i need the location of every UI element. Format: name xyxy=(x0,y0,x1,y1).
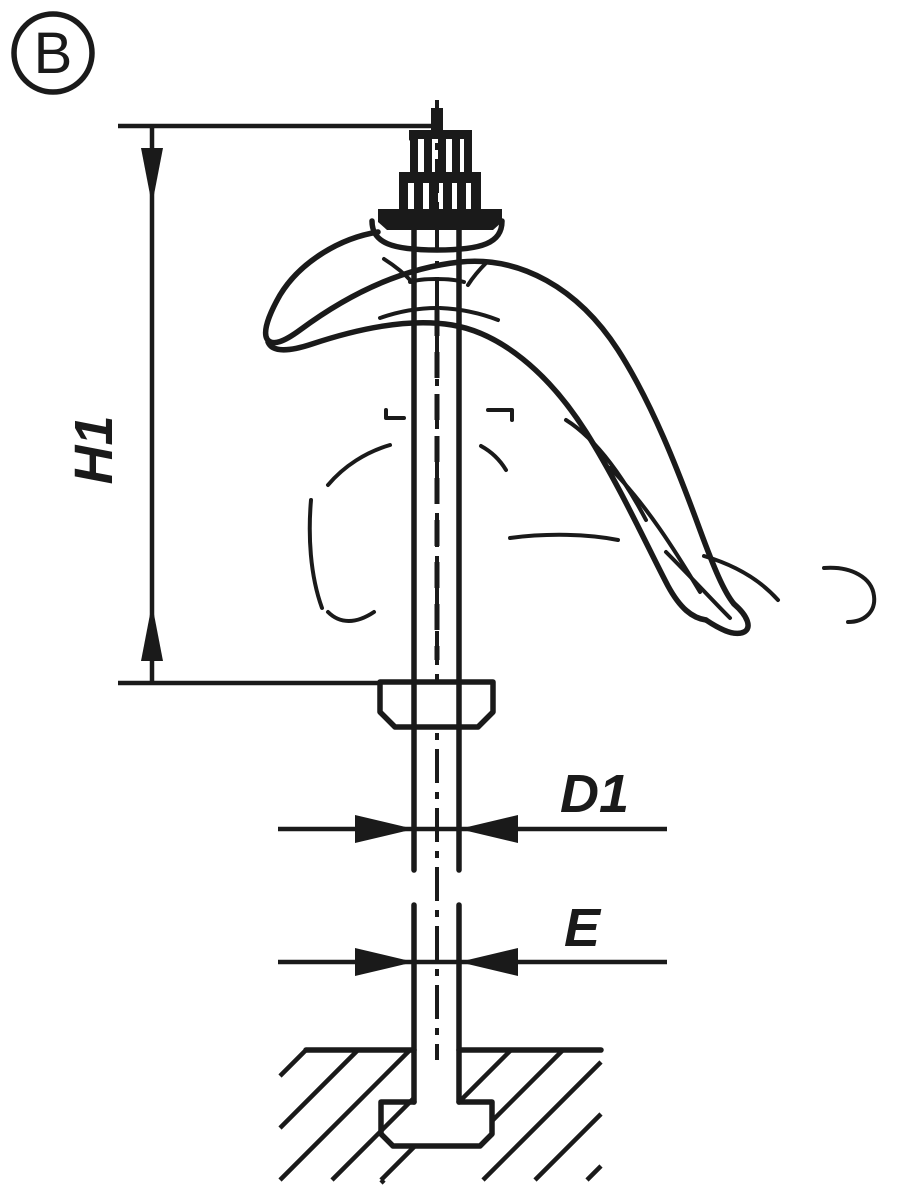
hatch-line xyxy=(278,1048,308,1078)
hatch-line xyxy=(585,1164,603,1182)
knurl-groove xyxy=(424,139,432,174)
d1-arrowhead-right xyxy=(459,815,518,843)
phantom-arc-upper-left xyxy=(326,443,392,487)
hatch-line xyxy=(457,1048,513,1104)
knurl-upper-grooves xyxy=(410,139,472,174)
knurled-nut xyxy=(378,108,502,230)
hatch-line xyxy=(533,1112,603,1182)
clamp-arm-hub-arc-left xyxy=(378,306,439,320)
knurl-groove xyxy=(438,139,446,174)
hatch-line xyxy=(330,1096,416,1182)
e-arrowhead-right xyxy=(459,948,518,976)
base-hatching-left xyxy=(278,1048,416,1185)
e-arrowhead-left xyxy=(355,948,414,976)
hatch-line xyxy=(379,1145,416,1182)
phantom-arc-right-2 xyxy=(702,554,780,602)
clamp-arm-upper-contour xyxy=(262,229,737,607)
clamp-arm-tail-loop xyxy=(703,601,751,637)
dimension-h1: H1 xyxy=(64,123,432,686)
clamp-arm xyxy=(262,229,751,637)
phantom-arc-right-1 xyxy=(508,532,620,542)
dimension-e: E xyxy=(278,898,667,976)
knurl-lower-grooves xyxy=(399,181,481,211)
phantom-arc-upper-right xyxy=(479,444,508,472)
e-label: E xyxy=(564,898,602,958)
hex-flange-nut xyxy=(377,679,496,730)
knurl-groove xyxy=(414,181,423,211)
view-label-badge: B xyxy=(11,11,95,95)
clamp-arm-surface-line-1 xyxy=(564,418,648,522)
knurl-groove xyxy=(452,139,460,174)
view-label-circle xyxy=(11,11,95,95)
phantom-tail-hook xyxy=(822,565,877,624)
clamp-arm-blend-left xyxy=(382,257,414,284)
view-label-text: B xyxy=(34,21,73,86)
hex-nut-body xyxy=(377,679,496,730)
knurl-upper-band xyxy=(409,130,472,139)
clamp-arm-inner-contour xyxy=(265,319,709,623)
t-nut-head xyxy=(378,1099,495,1149)
knurl-groove xyxy=(429,181,438,211)
stud-shank xyxy=(411,100,462,1060)
phantom-arc-bottom-left xyxy=(326,610,376,623)
knurl-groove xyxy=(464,139,472,174)
phantom-corner-left xyxy=(384,408,406,420)
knurl-groove xyxy=(410,139,418,174)
t-slot-assembly xyxy=(278,902,604,1185)
d1-label: D1 xyxy=(560,764,629,824)
d1-arrowhead-left xyxy=(355,815,414,843)
knurl-groove xyxy=(443,181,452,211)
knurl-groove xyxy=(471,181,481,211)
clamp-arm-hub-arc-right xyxy=(438,306,500,322)
h1-arrowhead-top xyxy=(141,148,163,205)
hatch-line xyxy=(481,1060,603,1182)
hatch-line xyxy=(278,1048,360,1130)
h1-label: H1 xyxy=(64,415,124,484)
phantom-corner-right xyxy=(486,408,514,422)
knurl-groove xyxy=(399,181,408,211)
knurl-groove xyxy=(457,181,466,211)
clamp-arm-surface-line-3 xyxy=(664,550,732,620)
base-hatching-right xyxy=(457,1048,603,1182)
knurl-shoulder xyxy=(399,172,481,183)
hatch-line xyxy=(278,1048,412,1182)
phantom-arc-left xyxy=(307,498,324,610)
h1-arrowhead-bottom xyxy=(141,604,163,661)
hatch-line xyxy=(490,1048,565,1123)
clamp-arm-blend-right xyxy=(466,260,489,287)
dimension-d1: D1 xyxy=(278,764,667,843)
clamp-arm-phantom xyxy=(307,408,877,624)
nut-flange-base xyxy=(378,209,502,230)
